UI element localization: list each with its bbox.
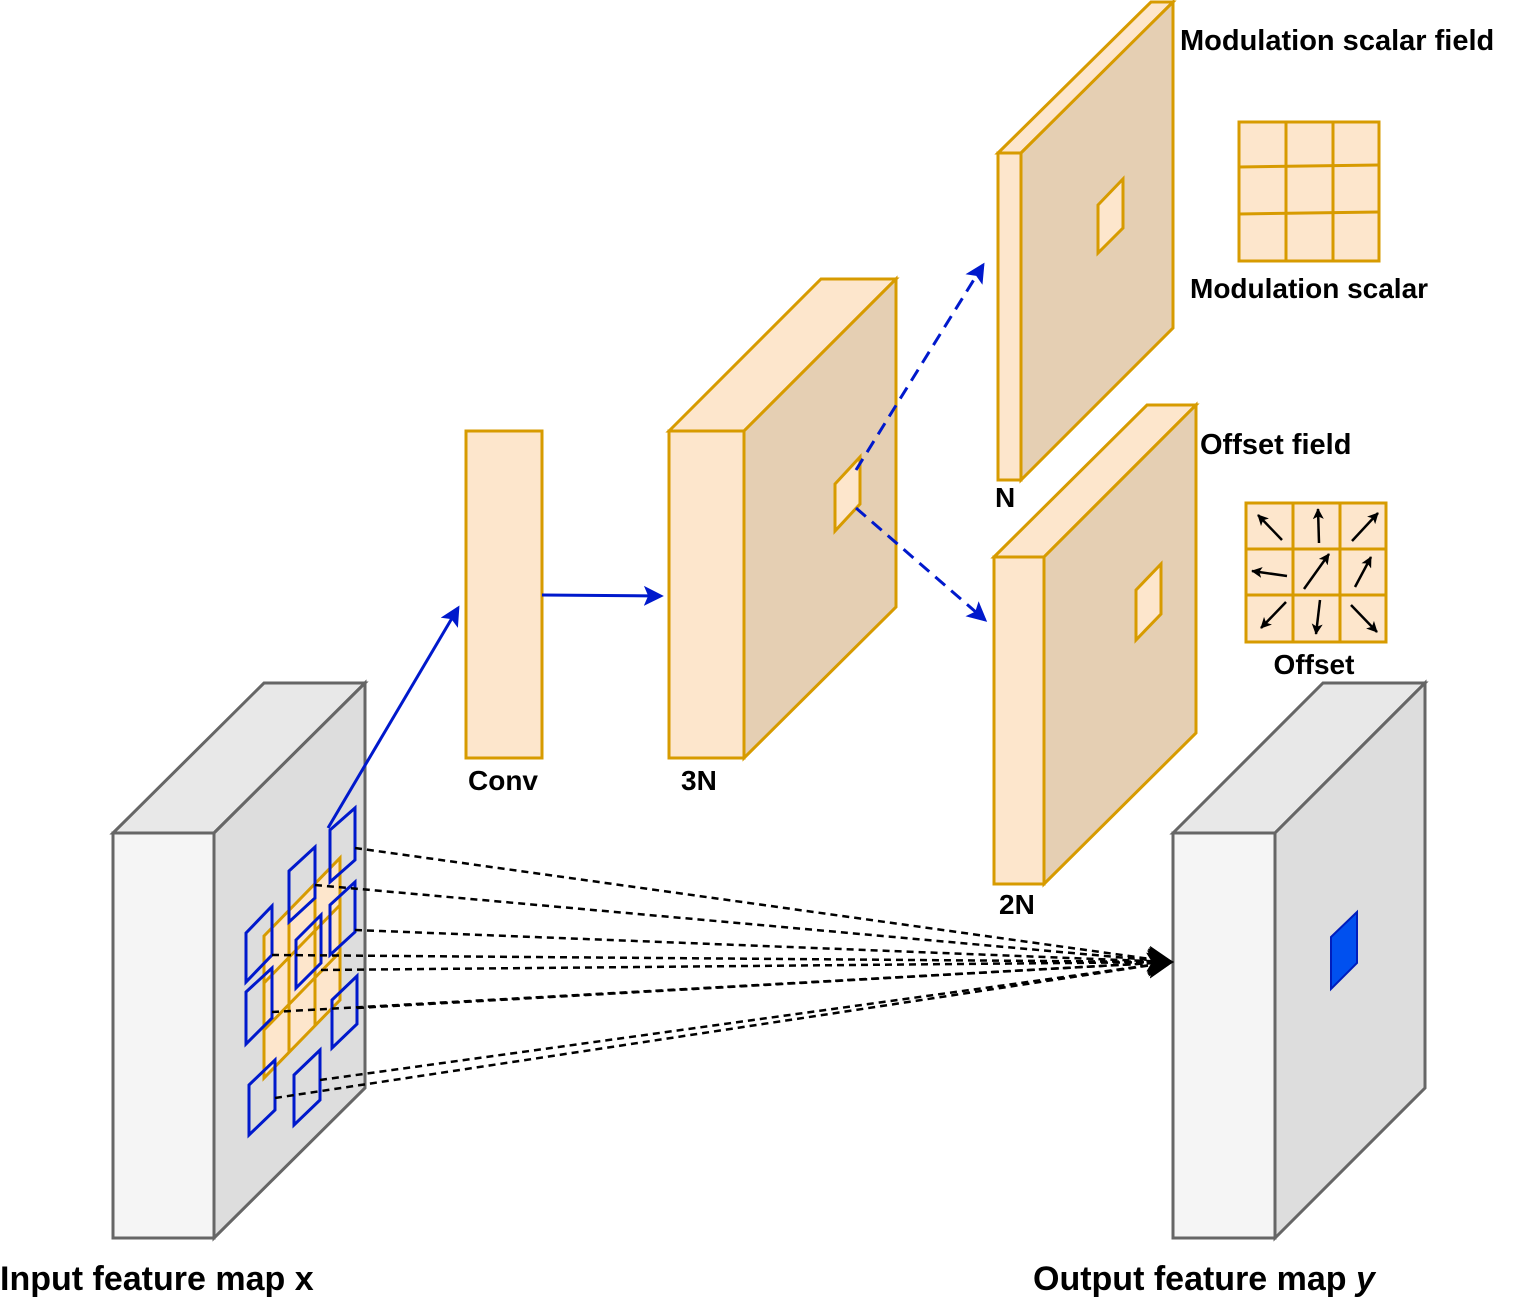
offset-label: Offset [1274,649,1355,680]
output-feature-map-text: Output feature map [1033,1260,1356,1298]
conv-label: Conv [468,765,538,796]
output-feature-map-label: Output feature map y [1033,1260,1377,1298]
arrow-input-to-conv [326,605,460,829]
modulation-scalar-field-label: Modulation scalar field [1180,25,1494,57]
block-2n-kernel-patch [1134,560,1163,644]
offset-arrows [1251,508,1379,635]
arrow-3n-to-modulation [854,262,985,471]
arrow-down-left-icon [1260,601,1287,629]
conv-layer-block [464,429,544,760]
arrow-down-right-icon [1350,604,1378,633]
block-3n [665,275,900,762]
arrow-3n-to-offset [855,506,988,622]
input-feature-map-text: Input feature map [0,1260,295,1298]
arrow-up-left-icon [1257,514,1283,541]
sampling-connection-lines [271,846,1174,1100]
n-label: N [995,482,1015,513]
block-3n-kernel-patch [833,453,862,535]
three-n-label: 3N [681,765,717,796]
offset-field-label: Offset field [1200,429,1351,461]
arrow-up-right-icon [1302,553,1331,590]
arrow-conv-to-3n [541,585,664,606]
input-feature-map-variable: x [295,1260,314,1298]
block-n-modulation-field [994,0,1177,484]
arrow-up-right-icon [1353,556,1373,588]
modulation-scalar-grid [1237,120,1381,263]
block-n-kernel-patch [1096,175,1125,257]
arrow-up-icon [1312,508,1324,544]
block-2n-offset-field [990,401,1200,888]
arrow-down-icon [1311,599,1323,635]
arrow-left-icon [1251,566,1288,578]
output-feature-map-variable: y [1354,1260,1377,1298]
input-feature-map-label: Input feature map x [0,1260,314,1298]
arrow-up-right-icon [1351,512,1379,542]
output-feature-map-block [1169,679,1429,1242]
modulation-scalar-label: Modulation scalar [1190,273,1428,304]
two-n-label: 2N [999,889,1035,920]
output-pixel-marker [1330,909,1358,992]
